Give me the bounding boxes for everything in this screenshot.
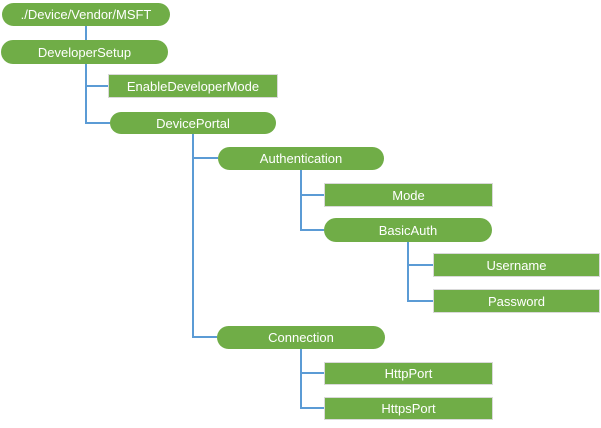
connector-branch-connection [194, 336, 217, 338]
connector-authentication-trunk [300, 170, 302, 231]
tree-node-enabledevelopermode: EnableDeveloperMode [108, 74, 278, 98]
connector-branch-basicauth [302, 229, 324, 231]
tree-node-mode: Mode [324, 183, 493, 207]
tree-node-connection: Connection [217, 326, 385, 349]
connector-deviceportal-trunk [192, 134, 194, 338]
tree-node-device-vendor-msft: ./Device/Vendor/MSFT [2, 3, 170, 26]
tree-node-basicauth: BasicAuth [324, 218, 492, 242]
connector-connection-trunk [300, 349, 302, 409]
connector-branch-username [409, 264, 433, 266]
tree-node-password: Password [433, 289, 600, 313]
connector-branch-authentication [194, 157, 218, 159]
tree-node-httpsport: HttpsPort [324, 397, 493, 420]
connector-branch-httpport [302, 372, 324, 374]
tree-node-developersetup: DeveloperSetup [1, 40, 168, 64]
connector-branch-mode [302, 194, 324, 196]
tree-node-httpport: HttpPort [324, 362, 493, 385]
connector-root-to-developersetup [85, 26, 87, 40]
connector-basicauth-trunk [407, 242, 409, 302]
tree-node-username: Username [433, 253, 600, 277]
connector-branch-enabledevelopermode [87, 85, 108, 87]
connector-branch-httpsport [302, 407, 324, 409]
tree-node-authentication: Authentication [218, 147, 384, 170]
connector-branch-deviceportal [87, 122, 110, 124]
tree-node-deviceportal: DevicePortal [110, 112, 276, 134]
connector-developersetup-trunk [85, 64, 87, 124]
connector-branch-password [409, 300, 433, 302]
